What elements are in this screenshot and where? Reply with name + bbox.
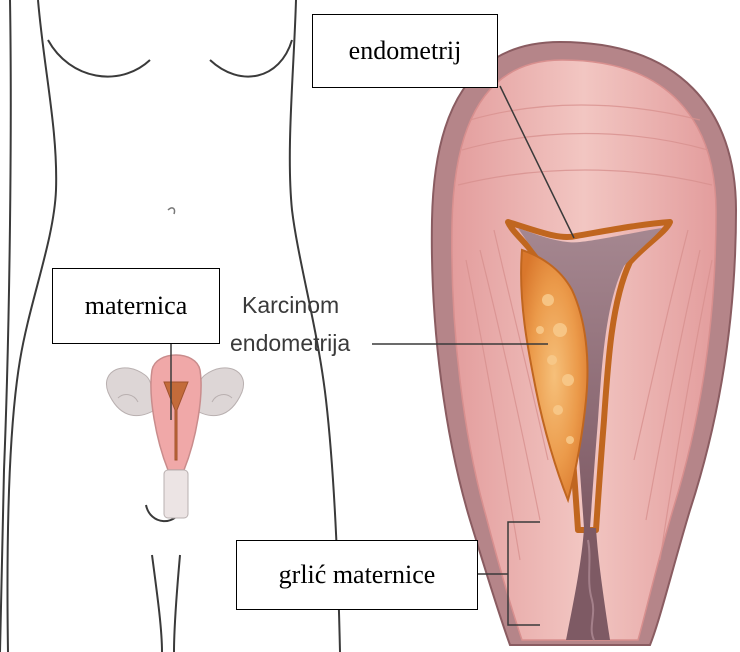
label-box-maternica: maternica	[52, 268, 220, 344]
left-breast-line	[48, 40, 150, 77]
label-karcinom-line1: Karcinom	[242, 292, 339, 318]
left-arm-line	[0, 0, 11, 652]
small-cervix-shape	[164, 470, 188, 518]
label-box-endometrij: endometrij	[312, 14, 498, 88]
label-maternica: maternica	[85, 291, 188, 321]
navel-icon	[168, 208, 175, 214]
label-endometrij: endometrij	[349, 36, 462, 66]
label-box-grlic-maternice: grlić maternice	[236, 540, 478, 610]
left-ovary-shape	[106, 368, 158, 416]
label-grlic-maternice: grlić maternice	[279, 560, 436, 590]
label-karcinom-line2: endometrija	[230, 330, 350, 356]
right-breast-line	[210, 40, 292, 77]
right-inner-leg-line	[174, 555, 180, 652]
small-uterus-group	[106, 355, 243, 518]
left-torso-line	[8, 0, 57, 652]
left-inner-leg-line	[152, 555, 162, 652]
